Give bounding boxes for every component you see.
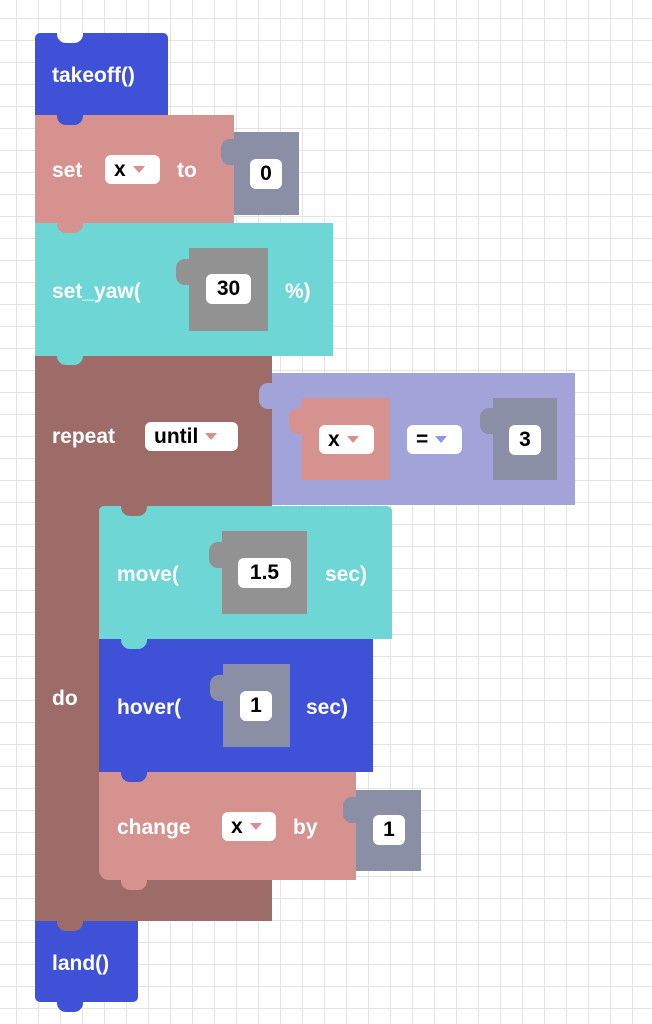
set-variable-block[interactable]: set x to <box>35 115 234 223</box>
do-label: do <box>52 687 78 710</box>
compare-operator-value: = <box>416 427 429 451</box>
land-block[interactable]: land() <box>35 921 138 1002</box>
chevron-down-icon <box>132 166 145 173</box>
move-value-connector <box>209 542 223 568</box>
move-block[interactable]: move( sec) <box>99 506 392 639</box>
yaw-value-field[interactable]: 30 <box>206 274 251 304</box>
change-label: change <box>117 816 191 839</box>
chevron-down-icon <box>249 823 262 830</box>
set-yaw-open-label: set_yaw( <box>52 280 141 303</box>
repeat-bottom-notch <box>57 921 83 931</box>
set-yaw-bottom-notch <box>57 355 83 365</box>
repeat-label: repeat <box>52 425 116 448</box>
chevron-down-icon <box>435 436 448 443</box>
set-value-number-block[interactable]: 0 <box>234 132 299 215</box>
chevron-down-icon <box>205 433 218 440</box>
hover-value-connector <box>210 675 224 701</box>
compare-variable-dropdown[interactable]: x <box>319 425 374 454</box>
move-top-notch <box>121 506 147 516</box>
takeoff-bottom-notch <box>57 115 83 125</box>
hover-number-block[interactable]: 1 <box>223 664 290 747</box>
to-label: to <box>177 159 197 182</box>
repeat-bottom-arm <box>35 884 272 921</box>
compare-left-variable-block[interactable]: x <box>302 398 390 480</box>
move-value-field[interactable]: 1.5 <box>238 558 291 588</box>
move-bottom-notch <box>121 639 147 649</box>
compare-variable-name: x <box>328 427 340 451</box>
set-yaw-block[interactable]: set_yaw( %) <box>35 223 333 356</box>
land-bottom-notch <box>57 1002 83 1012</box>
chevron-down-icon <box>346 436 359 443</box>
change-variable-name: x <box>231 814 243 838</box>
move-open-label: move( <box>117 563 179 586</box>
yaw-number-block[interactable]: 30 <box>189 248 268 331</box>
takeoff-label: takeoff() <box>52 64 135 87</box>
set-value-field[interactable]: 0 <box>250 159 282 189</box>
yaw-value-connector <box>176 259 190 285</box>
change-variable-block[interactable]: change x by <box>99 772 356 880</box>
change-variable-dropdown[interactable]: x <box>222 812 276 841</box>
set-yaw-close-label: %) <box>285 280 311 303</box>
move-number-block[interactable]: 1.5 <box>222 531 307 614</box>
hover-close-label: sec) <box>306 696 349 719</box>
set-value-connector <box>221 139 235 165</box>
set-label: set <box>52 159 83 182</box>
move-close-label: sec) <box>325 563 368 586</box>
compare-right-value-field[interactable]: 3 <box>509 425 541 455</box>
hover-open-label: hover( <box>117 696 182 719</box>
compare-operator-dropdown[interactable]: = <box>407 425 462 454</box>
change-value-connector <box>343 797 357 823</box>
compare-left-connector <box>289 408 303 434</box>
takeoff-top-notch <box>57 33 83 43</box>
change-value-field[interactable]: 1 <box>373 815 405 845</box>
hover-bottom-notch <box>121 772 147 782</box>
set-var-bottom-notch <box>57 223 83 233</box>
compare-connector <box>259 383 273 409</box>
repeat-mode-value: until <box>154 424 199 448</box>
compare-right-number-block[interactable]: 3 <box>493 398 557 480</box>
hover-value-field[interactable]: 1 <box>240 691 272 721</box>
set-variable-dropdown[interactable]: x <box>105 155 160 184</box>
by-label: by <box>293 816 318 839</box>
change-bottom-notch <box>121 880 147 890</box>
change-number-block[interactable]: 1 <box>356 790 421 871</box>
repeat-mode-dropdown[interactable]: until <box>145 422 238 451</box>
takeoff-block[interactable]: takeoff() <box>35 33 168 117</box>
compare-right-connector <box>480 408 494 434</box>
land-label: land() <box>52 952 110 975</box>
set-variable-name: x <box>114 157 126 181</box>
